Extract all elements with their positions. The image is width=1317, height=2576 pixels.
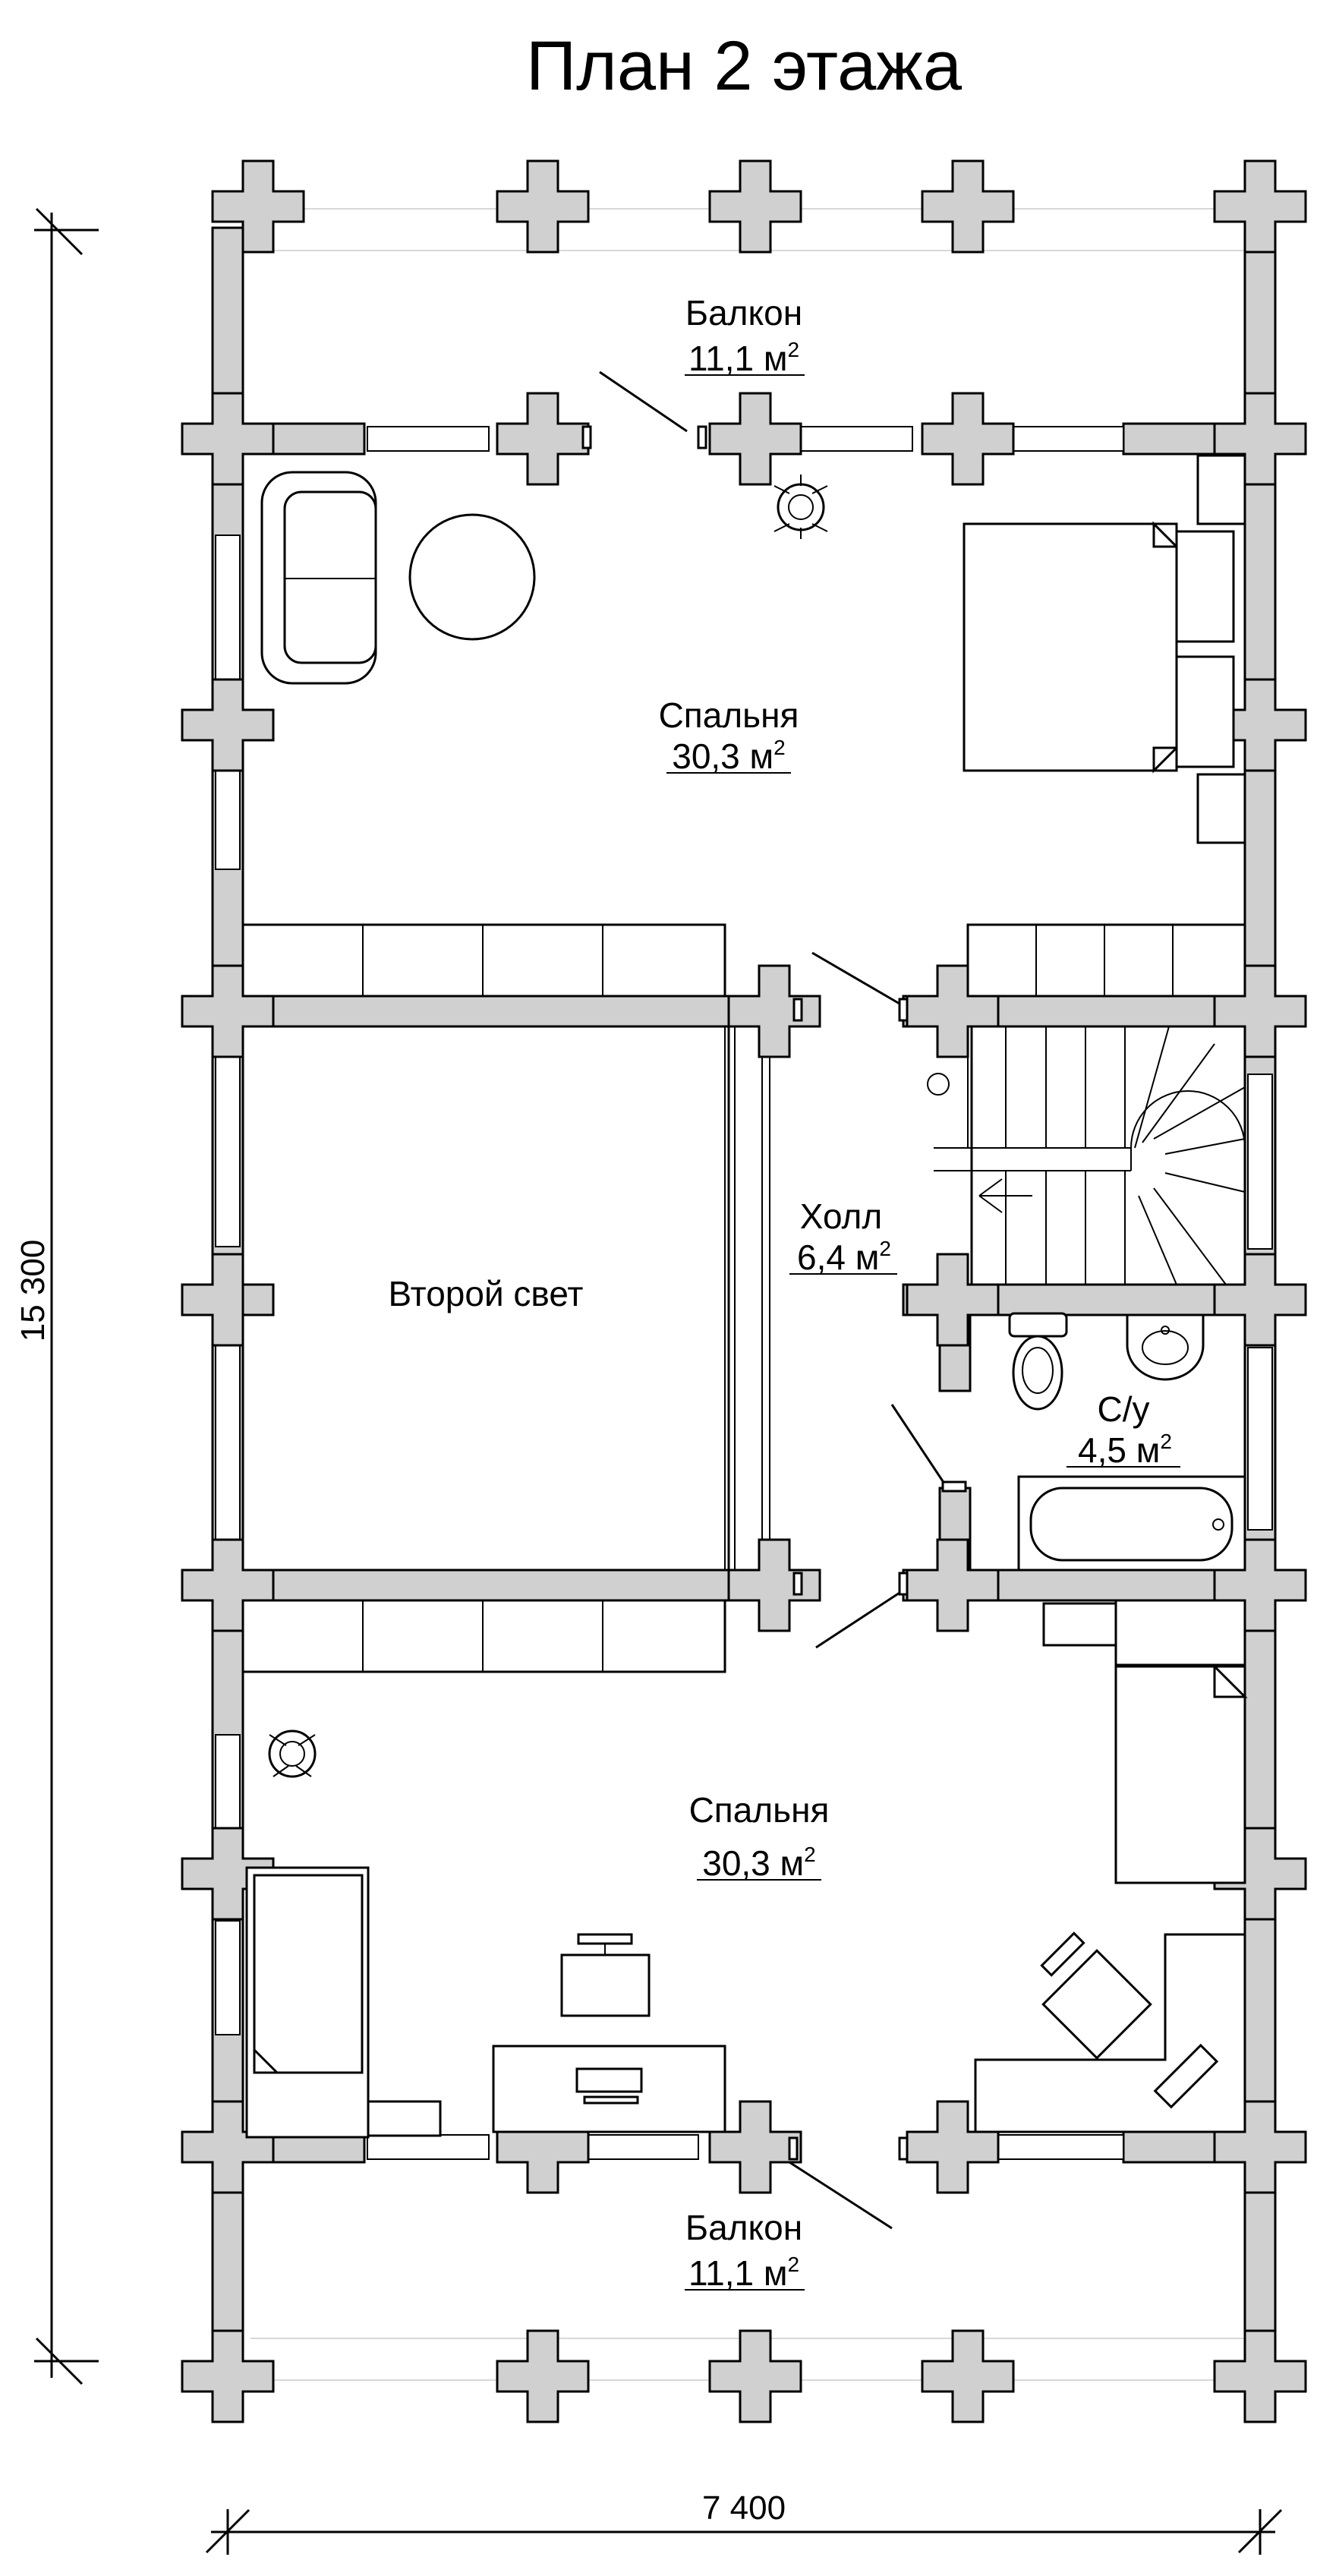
second-light-void [241, 1025, 736, 1572]
bedroom-bottom-area: 30,3 м2 [702, 1843, 816, 1883]
top-bedroom-furniture [241, 454, 1246, 998]
room-labels: Балкон 11,1 м2 Спальня 30,3 м2 Второй св… [389, 293, 1180, 2293]
height-dimension-label: 15 300 [14, 1240, 52, 1342]
windows [215, 426, 1273, 2160]
hall-area: 6,4 м2 [797, 1237, 891, 1277]
second-light-name: Второй свет [389, 1274, 584, 1313]
staircase [927, 1025, 1246, 1286]
bedroom-top-area: 30,3 м2 [672, 736, 786, 776]
log-posts [181, 159, 1307, 2423]
bathroom-fixtures [1008, 1312, 1246, 1572]
width-dimension-label: 7 400 [702, 2489, 786, 2527]
width-dimension: 7 400 [205, 2489, 1283, 2555]
bathroom-name: С/у [1098, 1389, 1150, 1429]
balcony-top-name: Балкон [685, 293, 802, 333]
balcony-bottom-name: Балкон [685, 2208, 802, 2247]
bedroom-top-name: Спальня [659, 695, 799, 735]
bathroom-area: 4,5 м2 [1078, 1430, 1172, 1470]
doors [581, 370, 967, 2230]
hall-name: Холл [800, 1197, 882, 1236]
balcony-top-area: 11,1 м2 [688, 338, 799, 378]
balcony-bottom-area: 11,1 м2 [688, 2253, 799, 2293]
height-dimension: 15 300 [14, 207, 99, 2385]
bottom-bedroom-furniture [241, 1599, 1248, 2139]
plan-title: План 2 этажа [526, 27, 963, 105]
bedroom-bottom-name: Спальня [689, 1790, 830, 1830]
